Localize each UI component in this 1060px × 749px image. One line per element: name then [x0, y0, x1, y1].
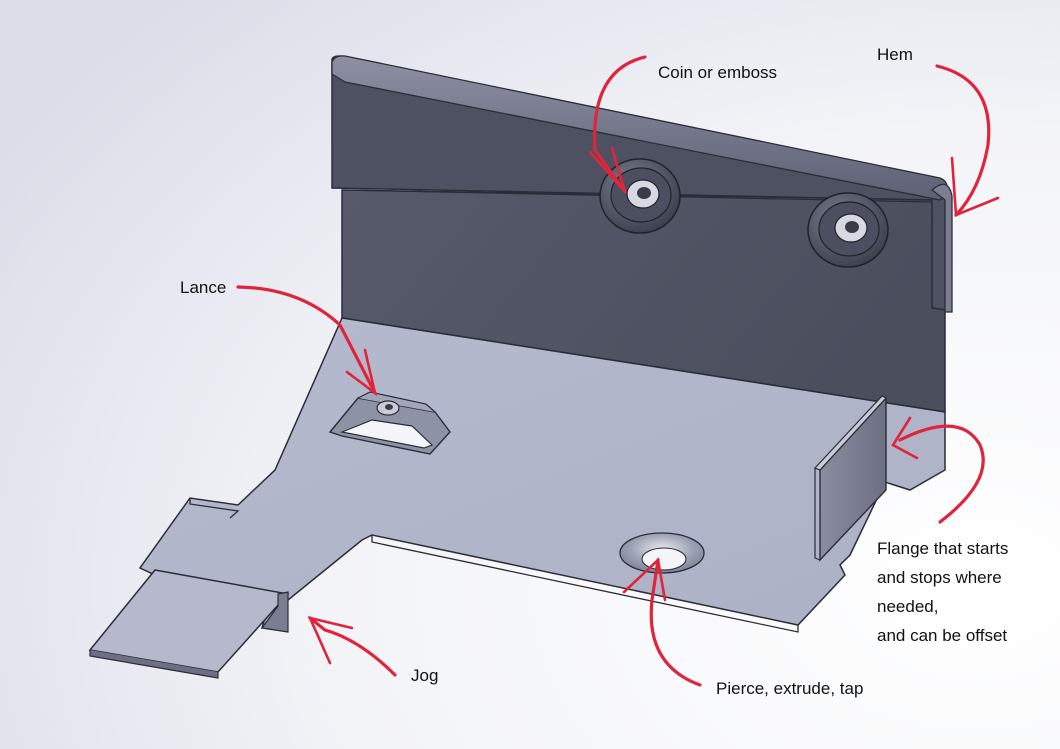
- label-jog: Jog: [411, 666, 439, 685]
- label-pierce-extrude-tap: Pierce, extrude, tap: [716, 679, 864, 698]
- label-flange-line: and can be offset: [877, 626, 1008, 645]
- label-hem: Hem: [877, 45, 913, 64]
- extruded-hole: [619, 532, 705, 574]
- lance-feature: [328, 391, 451, 455]
- label-flange-line: needed,: [877, 597, 939, 616]
- label-lance: Lance: [180, 278, 227, 297]
- arrow-flange: [898, 424, 985, 524]
- jog-feature: [88, 569, 290, 679]
- arrow-flange-head: [891, 416, 919, 460]
- annotation-arrows: [236, 55, 1000, 687]
- arrow-lance-head: [345, 348, 378, 397]
- label-coin-or-emboss: Coin or emboss: [658, 63, 778, 82]
- arrow-coin: [592, 55, 647, 194]
- arrow-pierce-head: [622, 557, 667, 602]
- base-plate: [138, 317, 946, 633]
- arrow-jog-head: [307, 616, 354, 665]
- arrow-hem: [935, 64, 991, 217]
- arrow-lance: [236, 285, 377, 395]
- arrow-pierce: [649, 558, 702, 687]
- emboss-boss-right: [807, 192, 889, 268]
- arrow-coin-head: [588, 146, 627, 193]
- arrow-jog: [308, 616, 397, 677]
- side-flange: [813, 395, 887, 562]
- arrow-hem-head: [950, 156, 1000, 217]
- emboss-boss-left: [599, 158, 681, 234]
- label-flange-line: and stops where: [877, 568, 1002, 587]
- label-flange-line: Flange that starts: [877, 539, 1009, 558]
- label-flange: Flange that starts and stops where neede…: [877, 534, 1008, 650]
